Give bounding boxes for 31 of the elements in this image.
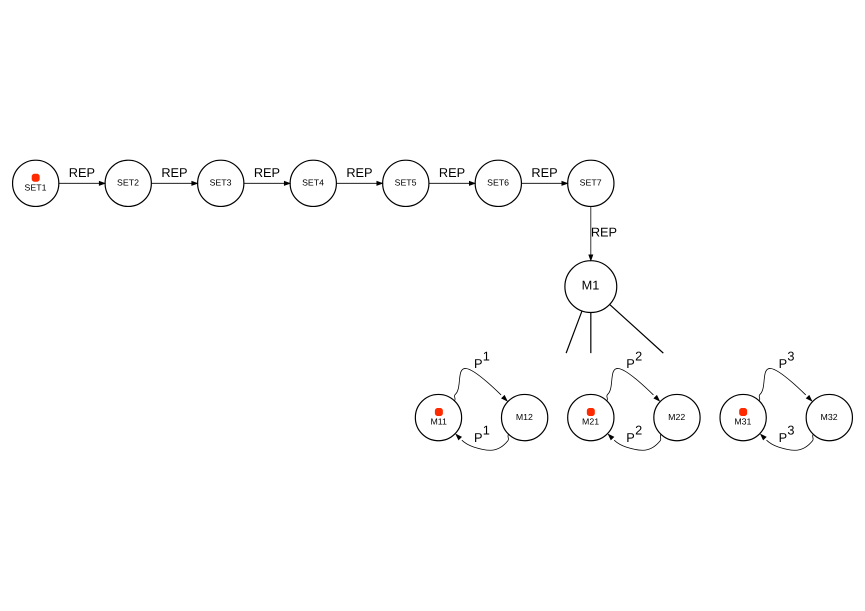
arrow bbox=[428, 180, 476, 186]
node-circle: SET2 bbox=[104, 160, 152, 208]
node-circle: SET1 bbox=[12, 160, 60, 208]
edge-label: REP bbox=[590, 224, 618, 240]
node-circle: SET5 bbox=[382, 160, 430, 208]
arrow bbox=[521, 180, 569, 186]
edge-label: REP bbox=[346, 164, 373, 180]
node-circle: SET6 bbox=[474, 160, 522, 208]
node-circle: SET7 bbox=[567, 160, 615, 208]
connector bbox=[566, 310, 582, 354]
node-circle: SET4 bbox=[290, 160, 337, 208]
arrow bbox=[588, 206, 594, 262]
connector bbox=[610, 304, 664, 354]
edge-label: REP bbox=[161, 164, 188, 180]
edge-label: REP bbox=[254, 164, 280, 180]
node-circle: M1 bbox=[564, 260, 618, 314]
arrow bbox=[758, 368, 813, 402]
arrow bbox=[58, 180, 106, 186]
arrow bbox=[608, 433, 662, 451]
arrow bbox=[244, 180, 292, 186]
edge-label: REP bbox=[531, 164, 558, 180]
arrow bbox=[455, 433, 510, 451]
arrow bbox=[336, 180, 384, 186]
arrow bbox=[151, 180, 199, 186]
connector bbox=[590, 312, 592, 354]
edge-label: REP bbox=[438, 164, 466, 180]
arrow bbox=[606, 368, 660, 402]
arrow bbox=[760, 433, 814, 451]
edge-label: REP bbox=[68, 164, 96, 180]
node-circle: SET3 bbox=[197, 160, 244, 208]
arrow bbox=[454, 368, 508, 402]
